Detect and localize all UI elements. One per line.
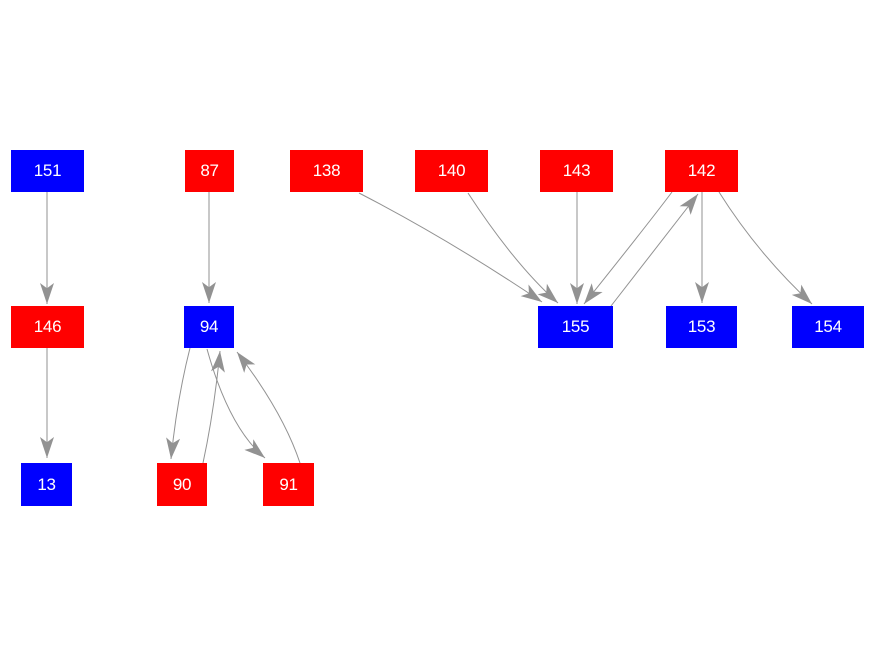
node-label: 13	[37, 474, 56, 494]
node-label: 146	[33, 317, 62, 336]
edge-94-90	[170, 347, 191, 460]
node-138[interactable]: 138	[290, 150, 363, 192]
node-label: 153	[687, 317, 716, 336]
node-154[interactable]: 154	[792, 306, 864, 348]
node-153[interactable]: 153	[666, 306, 737, 348]
arrowhead-94-90	[166, 437, 181, 459]
arrowhead-138-155	[520, 284, 542, 302]
arrowhead-146-13	[40, 437, 54, 458]
arrowhead-91-94	[237, 352, 256, 373]
node-label: 151	[33, 161, 62, 180]
node-label: 140	[437, 161, 466, 180]
node-140[interactable]: 140	[415, 150, 488, 192]
node-13[interactable]: 13	[21, 463, 72, 506]
node-label: 154	[814, 317, 842, 336]
node-label: 87	[200, 161, 219, 180]
arrowhead-140-155	[537, 283, 558, 303]
arrowhead-142-155	[584, 283, 603, 304]
node-142[interactable]: 142	[665, 150, 738, 192]
arrowhead-94-91	[244, 439, 265, 458]
node-94[interactable]: 94	[184, 306, 234, 348]
edge-142-154	[718, 191, 813, 305]
edge-155-142	[610, 193, 699, 307]
node-label: 94	[199, 317, 219, 336]
arrowhead-142-154	[791, 284, 812, 304]
node-label: 90	[172, 474, 192, 494]
edge-94-91	[206, 348, 266, 459]
node-90[interactable]: 90	[157, 463, 207, 506]
arrowhead-155-142	[679, 194, 698, 215]
node-151[interactable]: 151	[11, 150, 84, 192]
node-label: 155	[561, 317, 590, 336]
arrowhead-143-155	[570, 283, 584, 304]
node-87[interactable]: 87	[185, 150, 234, 192]
node-label: 143	[562, 161, 591, 180]
edge-142-155	[583, 191, 673, 305]
edge-140-155	[467, 192, 559, 304]
node-91[interactable]: 91	[263, 463, 314, 506]
arrowhead-90-94	[211, 351, 225, 373]
node-label: 91	[279, 474, 298, 494]
arrowhead-142-153	[695, 282, 709, 303]
arrowhead-87-94	[202, 282, 216, 303]
edge-91-94	[236, 351, 301, 464]
node-155[interactable]: 155	[538, 306, 613, 348]
node-label: 142	[687, 161, 716, 180]
node-label: 138	[312, 161, 341, 180]
node-143[interactable]: 143	[540, 150, 613, 192]
arrowhead-151-146	[40, 283, 54, 304]
edge-90-94	[202, 350, 221, 464]
node-146[interactable]: 146	[11, 306, 84, 348]
edge-138-155	[358, 192, 543, 303]
